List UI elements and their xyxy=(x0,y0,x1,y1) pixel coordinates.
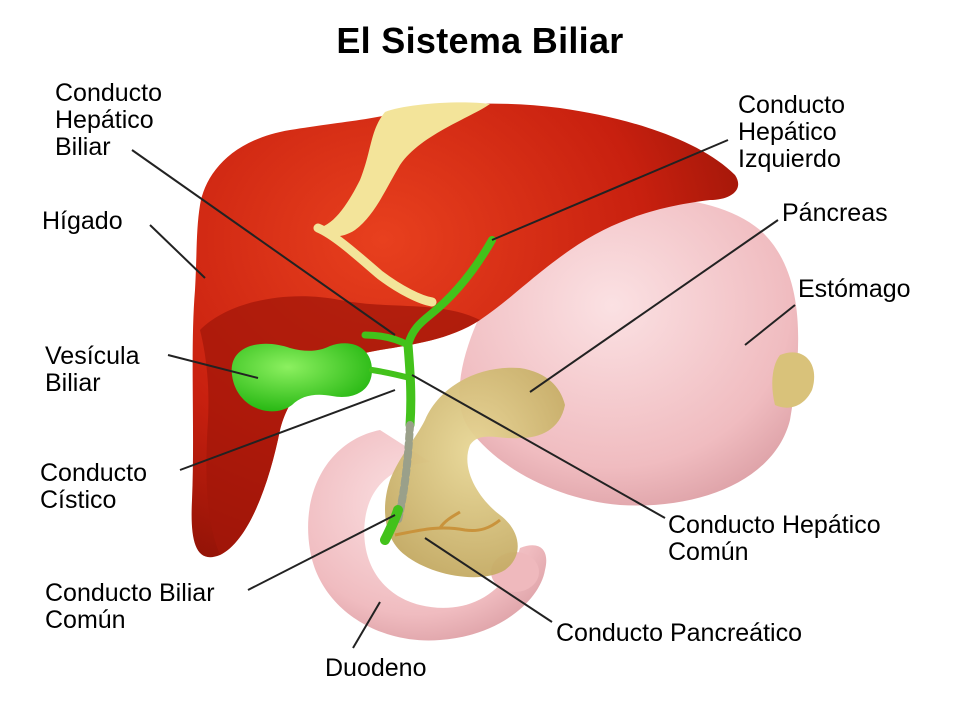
label-line: Conducto xyxy=(40,459,148,487)
label-line: Biliar xyxy=(45,369,101,397)
falciform-ligament xyxy=(318,102,490,237)
label-line: Biliar xyxy=(55,133,111,161)
label-line: Común xyxy=(668,538,749,566)
diagram-title: El Sistema Biliar xyxy=(336,20,624,61)
leader-lines xyxy=(131,139,796,649)
label-line: Páncreas xyxy=(782,199,888,227)
label-conducto-hepatico-biliar: Conducto Hepático Biliar xyxy=(55,80,162,161)
label-line: Conducto xyxy=(738,91,846,119)
label-conducto-hepatico-izquierdo: Conducto Hepático Izquierdo xyxy=(738,92,845,173)
pancreas xyxy=(385,367,565,578)
label-line: Izquierdo xyxy=(738,145,841,173)
label-vesicula-biliar: Vesícula Biliar xyxy=(45,343,140,397)
label-conducto-biliar-comun: Conducto Biliar Común xyxy=(45,580,215,634)
label-duodeno: Duodeno xyxy=(325,655,426,682)
label-line: Duodeno xyxy=(325,654,427,682)
liver xyxy=(191,103,739,558)
label-line: Conducto Pancreático xyxy=(556,619,802,647)
label-line: Vesícula xyxy=(45,342,140,370)
bile-ducts xyxy=(361,236,496,545)
stomach-fat xyxy=(772,352,815,408)
duodenum xyxy=(308,430,547,641)
label-conducto-cistico: Conducto Cístico xyxy=(40,460,147,514)
label-higado: Hígado xyxy=(42,208,123,235)
label-pancreas: Páncreas xyxy=(782,200,888,227)
label-line: Común xyxy=(45,606,126,634)
label-line: Estómago xyxy=(798,275,911,303)
pancreatic-duct xyxy=(394,510,501,537)
label-line: Conducto Hepático xyxy=(668,511,881,539)
label-line: Conducto Biliar xyxy=(45,579,215,607)
label-line: Hepático xyxy=(738,118,837,146)
label-line: Conducto xyxy=(55,79,163,107)
gallbladder xyxy=(231,343,372,412)
label-conducto-hepatico-comun: Conducto Hepático Común xyxy=(668,512,881,566)
label-conducto-pancreatico: Conducto Pancreático xyxy=(556,620,802,647)
label-line: Hepático xyxy=(55,106,154,134)
label-line: Cístico xyxy=(40,486,117,514)
round-ligament xyxy=(313,223,437,307)
label-estomago: Estómago xyxy=(798,276,911,303)
label-line: Hígado xyxy=(42,207,123,235)
